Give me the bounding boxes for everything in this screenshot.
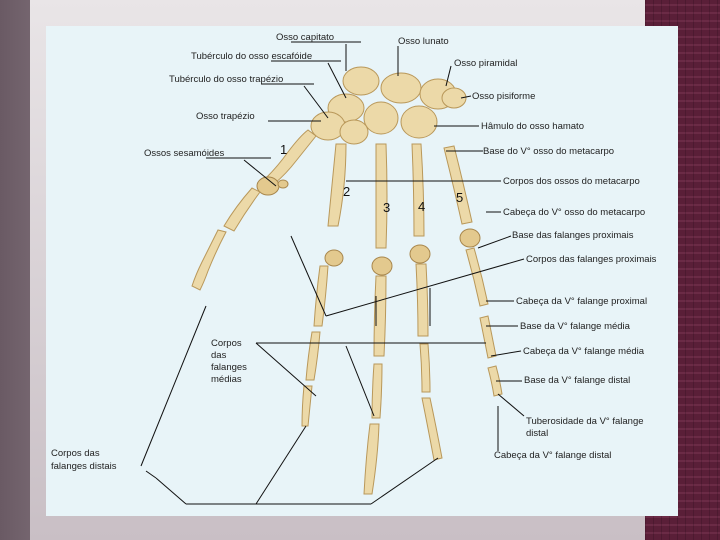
bone-middle-middle <box>372 364 382 418</box>
digit-number-3: 3 <box>383 200 390 215</box>
bone-lunate <box>381 73 421 103</box>
bone-little-mcp-head <box>460 229 480 247</box>
label-capitato: Osso capitato <box>276 32 334 43</box>
digit-number-2: 2 <box>343 184 350 199</box>
label-base-v-distal: Base da V° falange distal <box>524 375 630 386</box>
label-cabeca-v-meta: Cabeça do V° osso do metacarpo <box>503 207 645 218</box>
label-tuberosidade-1: Tuberosidade da V° falange <box>526 416 644 427</box>
label-escafoide: Tubérculo do osso escafóide <box>191 51 312 62</box>
hand-skeleton-diagram: Osso capitato Tubérculo do osso escafóid… <box>46 26 678 516</box>
bone-index-distal <box>302 386 312 426</box>
label-trapezio-tub: Tubérculo do osso trapézio <box>169 74 283 85</box>
bone-little-proximal <box>466 248 488 306</box>
label-lunato: Osso lunato <box>398 36 449 47</box>
bones <box>192 67 502 494</box>
label-hamulo: Hâmulo do osso hamato <box>481 121 584 132</box>
label-cabeca-v-media: Cabeça da V° falange média <box>523 346 645 357</box>
label-base-v-media: Base da V° falange média <box>520 321 631 332</box>
bone-thumb-distal-phalanx <box>192 230 226 290</box>
label-cabeca-v-distal: Cabeça da V° falange distal <box>494 450 611 461</box>
bone-index-proximal <box>314 266 328 326</box>
bone-sesamoid <box>278 180 288 188</box>
label-corpos-medias-1: Corpos <box>211 338 242 349</box>
label-base-prox: Base das falanges proximais <box>512 230 634 241</box>
label-trapezio: Osso trapézio <box>196 111 255 122</box>
digit-number-5: 5 <box>456 190 463 205</box>
label-pisiforme: Osso pisiforme <box>472 91 535 102</box>
digit-number-1: 1 <box>280 142 287 157</box>
label-corpos-prox: Corpos das falanges proximais <box>526 254 657 265</box>
label-cabeca-v-prox: Cabeça da V° falange proximal <box>516 296 647 307</box>
bone-thumb-metacarpal <box>266 130 316 184</box>
label-corpos-medias-2: das <box>211 350 227 361</box>
label-corpos-distais-1: Corpos das <box>51 448 100 459</box>
bone-trapezoid <box>340 120 368 144</box>
bone-thumb-proximal-phalanx <box>224 188 260 231</box>
bone-ring-metacarpal <box>412 144 424 236</box>
label-corpos-medias-3: falanges <box>211 362 247 373</box>
bone-index-mcp-head <box>325 250 343 266</box>
bone-capitate <box>364 102 398 134</box>
bone-capitate-top <box>343 67 379 95</box>
label-piramidal: Osso piramidal <box>454 58 517 69</box>
bone-little-metacarpal <box>444 146 472 224</box>
bone-ring-mcp-head <box>410 245 430 263</box>
bone-ring-distal <box>422 398 442 460</box>
bone-middle-metacarpal <box>376 144 387 248</box>
label-base-v-meta: Base do V° osso do metacarpo <box>483 146 614 157</box>
bone-ring-proximal <box>416 264 428 336</box>
digit-number-4: 4 <box>418 199 425 214</box>
label-tuberosidade-2: distal <box>526 428 548 439</box>
label-corpos-distais-2: falanges distais <box>51 461 117 472</box>
bone-ring-middle <box>420 344 430 392</box>
bone-middle-distal <box>364 424 379 494</box>
label-sesamoides: Ossos sesamóides <box>144 148 225 159</box>
label-corpos-medias-4: médias <box>211 374 242 385</box>
bone-little-middle <box>480 316 496 358</box>
bone-hamate <box>401 106 437 138</box>
label-corpos-meta: Corpos dos ossos do metacarpo <box>503 176 640 187</box>
bone-index-middle <box>306 332 320 380</box>
hand-diagram-panel: Osso capitato Tubérculo do osso escafóid… <box>46 26 678 516</box>
bone-middle-mcp-head <box>372 257 392 275</box>
